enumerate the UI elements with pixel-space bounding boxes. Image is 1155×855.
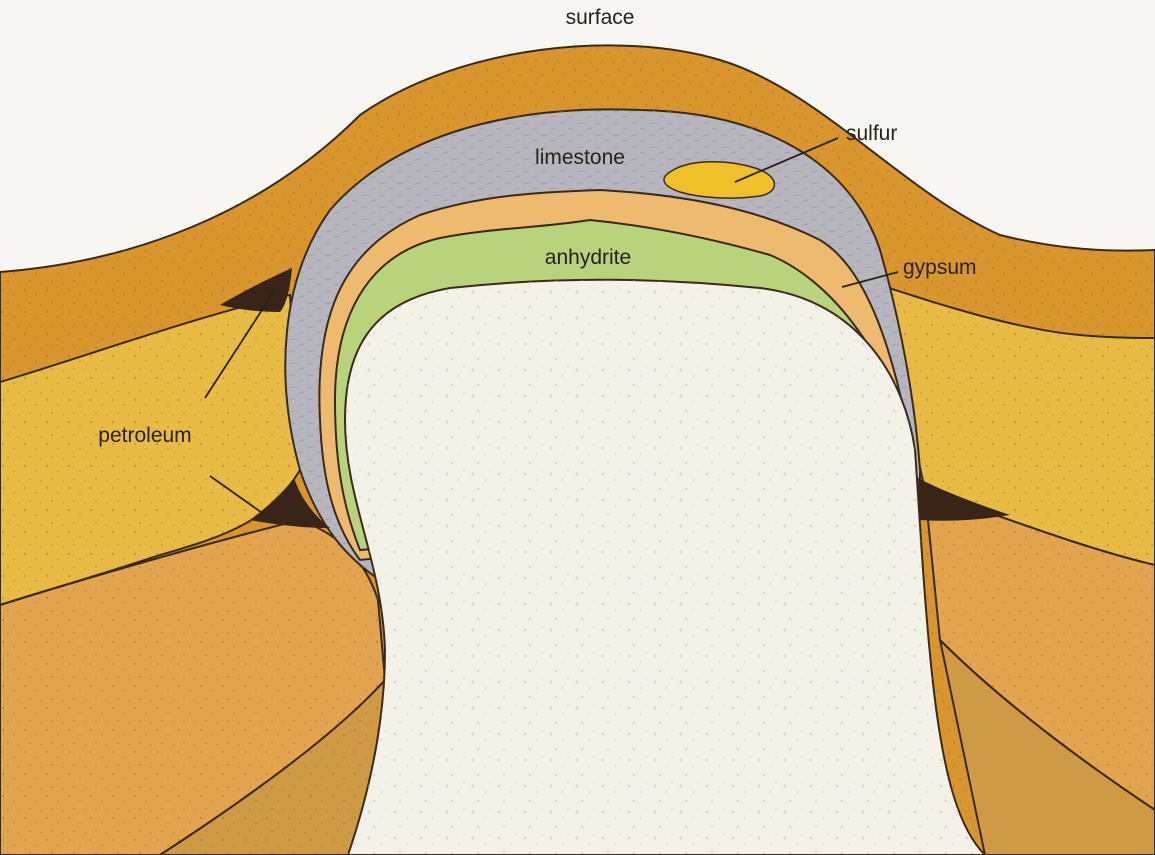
limestone-label: limestone: [535, 146, 625, 169]
gypsum-label: gypsum: [903, 256, 977, 279]
surface-label: surface: [566, 6, 635, 29]
sulfur-label: sulfur: [846, 122, 897, 145]
petroleum-label: petroleum: [98, 424, 191, 447]
anhydrite-label: anhydrite: [545, 246, 631, 269]
